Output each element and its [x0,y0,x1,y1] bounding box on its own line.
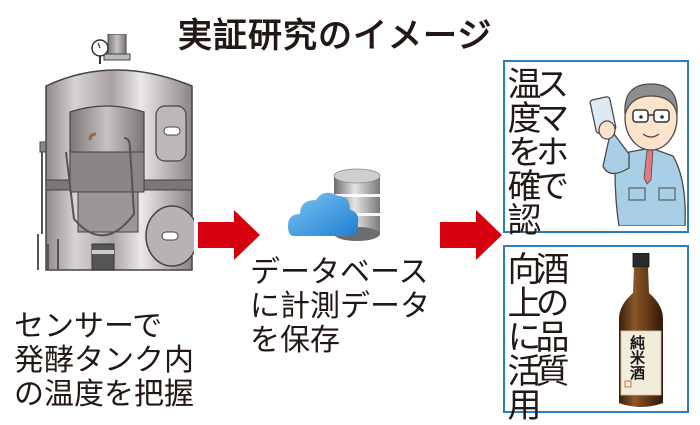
database-caption: データベース に計測データ を保存 [250,256,430,358]
outcome-box-sake-quality: 酒の品質 向上に活用 純米酒 [501,245,689,421]
outcome-box-smartphone: スマホで 温度を確認 [501,60,689,236]
sake-bottle-illustration [615,253,667,409]
bottle-label: 純米酒 [628,335,646,380]
vertical-text-column: 向上に活用 [501,251,541,421]
man-with-smartphone-illustration [589,70,689,226]
cloud-icon [288,192,359,236]
vertical-text-column: 温度を確認 [501,66,541,236]
caption-line: データベース [250,255,429,290]
fermentation-tank-illustration [14,34,194,304]
sensor-caption: センサーで 発酵タンク内 の温度を把握 [14,310,194,412]
arrow-right-icon [440,210,502,260]
caption-line: の温度を把握 [14,377,194,412]
caption-line: 発酵タンク内 [14,343,194,378]
caption-line: センサーで [14,309,163,344]
vertical-text-column: 酒の品質 [529,251,569,387]
caption-line: を保存 [250,323,340,358]
arrow-right-icon [198,210,260,260]
caption-line: に計測データ [250,289,430,324]
vertical-text-column: スマホで [529,66,569,202]
cloud-database-illustration [288,166,394,246]
diagram-title: 実証研究のイメージ [178,16,493,56]
